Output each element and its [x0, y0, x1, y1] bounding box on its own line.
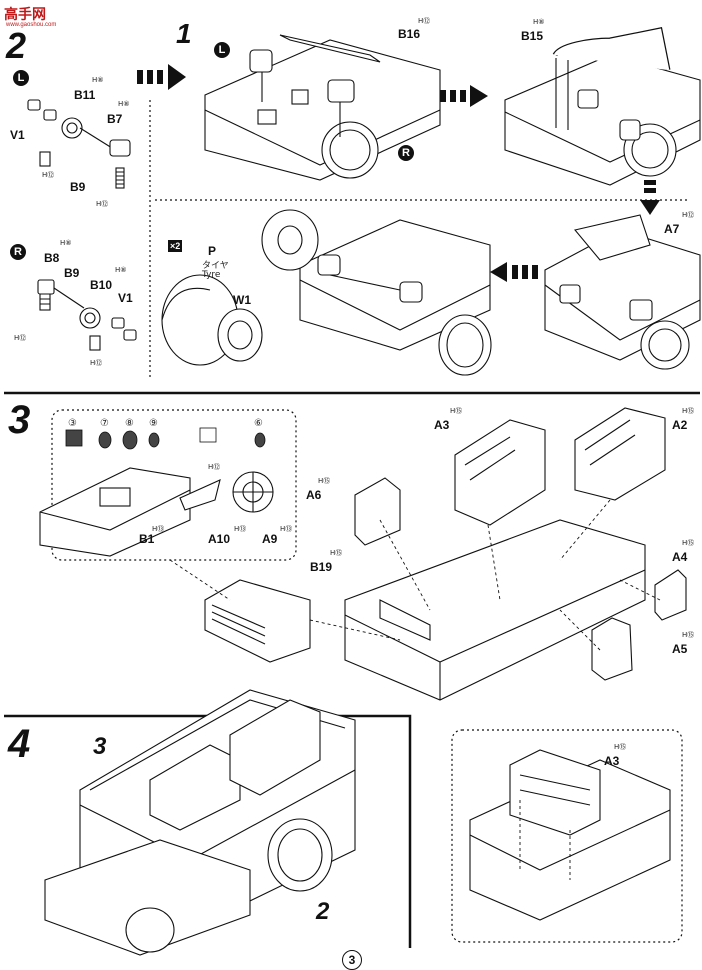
tag-h13-a10: H⑬: [234, 525, 247, 533]
part-label-a3: A3: [434, 418, 450, 432]
site-watermark-url: www.gaoshou.com: [6, 22, 57, 28]
part-label-a9: A9: [262, 532, 278, 546]
tag-h12-right-a: H⑫: [14, 334, 27, 342]
part-label-v1-left: V1: [10, 128, 25, 142]
part-label-b19: B19: [310, 560, 333, 574]
tag-h8-b8: H⑧: [60, 239, 72, 247]
tag-h8-b7: H⑧: [118, 100, 130, 108]
wheel-count-badge: ×2: [168, 240, 183, 252]
tag-h15-a2: H⑮: [682, 407, 695, 415]
callout-step-2: 2: [316, 898, 330, 925]
part-label-a4: A4: [672, 550, 688, 564]
part-label-a2: A2: [672, 418, 688, 432]
right-side-badge: R: [10, 244, 26, 260]
paint-3: ③: [68, 418, 77, 429]
tyre-en-label: Tyre: [202, 270, 221, 280]
step-3-number: 3: [8, 398, 31, 442]
part-label-a6: A6: [306, 488, 322, 502]
part-label-b10: B10: [90, 278, 113, 292]
tag-h12-a7: H⑫: [682, 211, 695, 219]
tag-h8-b15: H⑧: [533, 18, 545, 26]
tyre-jp-label: タイヤ: [202, 261, 229, 271]
page-number: 3: [342, 950, 362, 970]
step-4-number: 4: [8, 722, 31, 766]
callout-step-3: 3: [93, 733, 107, 760]
part-label-b8: B8: [44, 251, 60, 265]
paint-8: ⑧: [125, 418, 134, 429]
part-label-b11: B11: [74, 88, 96, 102]
tag-h15-a3: H⑮: [450, 407, 463, 415]
tag-h15-a3-detail: H⑮: [614, 743, 627, 751]
part-label-v1-right: V1: [118, 291, 133, 305]
part-label-p: P: [208, 244, 217, 258]
step-2-number: 2: [6, 25, 27, 66]
left-badge-sub1: L: [214, 42, 230, 58]
tag-h12-left-a: H⑫: [42, 171, 55, 179]
part-label-b15: B15: [521, 29, 544, 43]
part-label-a7: A7: [664, 222, 680, 236]
paint-9: ⑨: [149, 418, 158, 429]
tag-h15-a6: H⑮: [318, 477, 331, 485]
part-label-b1: B1: [139, 532, 155, 546]
site-watermark: 高手网: [4, 7, 46, 23]
tag-h8-b10: H⑧: [115, 266, 127, 274]
part-label-w1: W1: [233, 293, 251, 307]
paint-7: ⑦: [100, 418, 109, 429]
paint-6: ⑥: [254, 418, 263, 429]
tag-h12-dash: H⑫: [208, 463, 221, 471]
tag-h15-a4: H⑮: [682, 539, 695, 547]
part-label-b16: B16: [398, 27, 421, 41]
part-label-b9-right: B9: [64, 266, 80, 280]
right-badge-sub1: R: [398, 145, 414, 161]
tag-h13-b1: H⑬: [152, 525, 165, 533]
part-label-b9-left: B9: [70, 180, 86, 194]
part-label-a5: A5: [672, 642, 688, 656]
tag-h15-b19: H⑮: [330, 549, 343, 557]
part-label-b7: B7: [107, 112, 123, 126]
tag-h12-right-b: H⑫: [90, 359, 103, 367]
tag-h12-b16: H⑫: [418, 17, 431, 25]
tag-h15-a5: H⑮: [682, 631, 695, 639]
tag-h8-b11: H⑧: [92, 76, 104, 84]
left-side-badge: L: [13, 70, 29, 86]
part-label-a3-detail: A3: [604, 754, 620, 768]
tag-h13-a9: H⑬: [280, 525, 293, 533]
substep-1-number: 1: [176, 18, 192, 49]
tag-h12-left-b: H⑫: [96, 200, 109, 208]
part-label-a10: A10: [208, 532, 231, 546]
